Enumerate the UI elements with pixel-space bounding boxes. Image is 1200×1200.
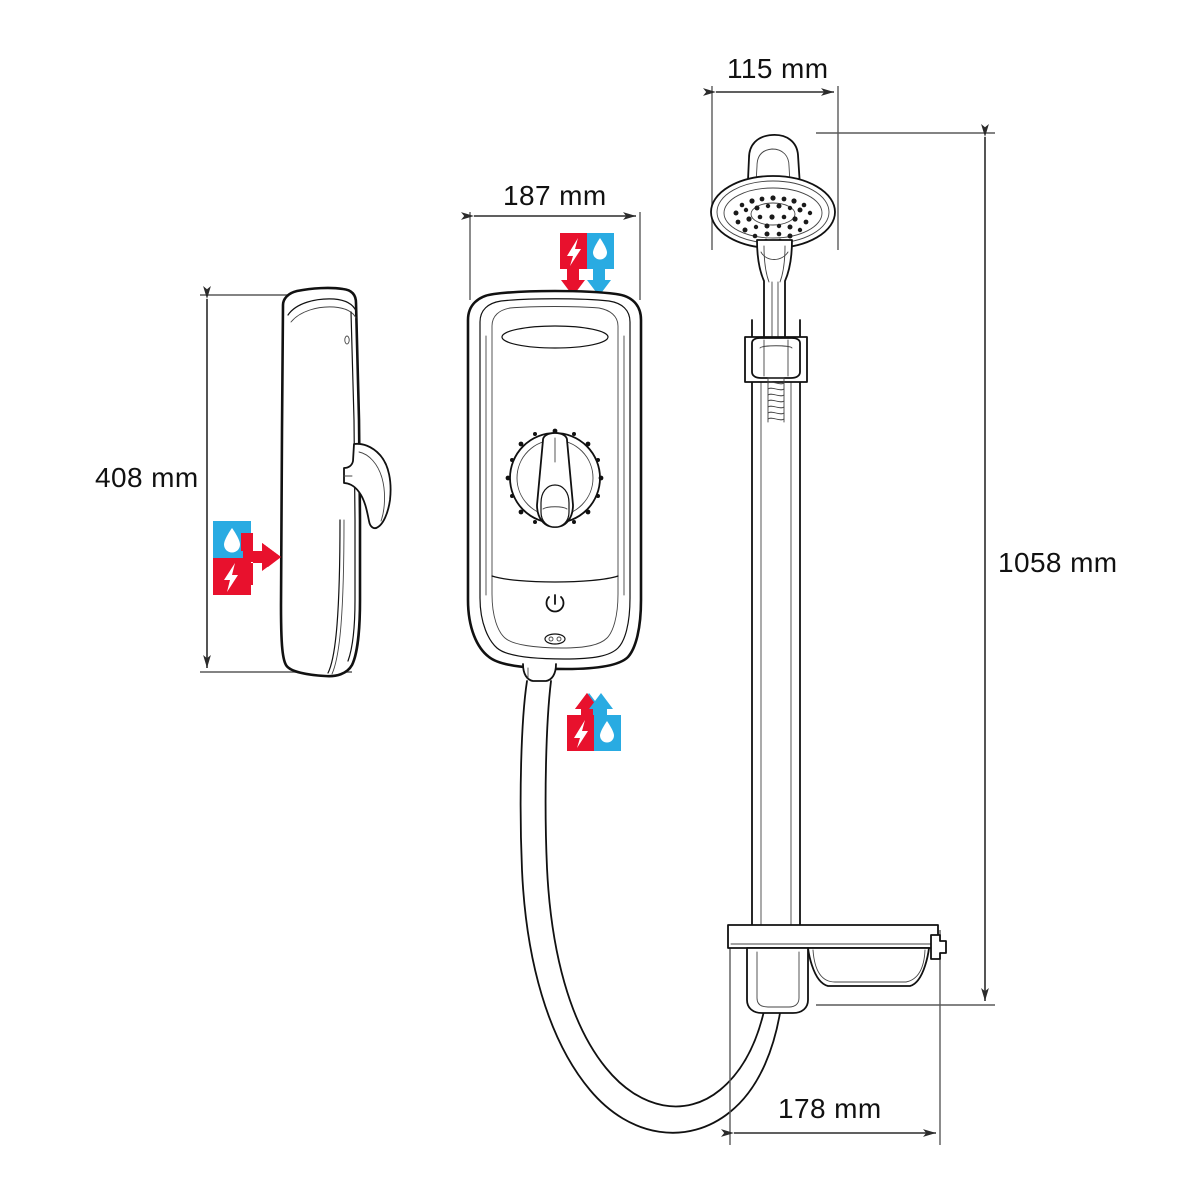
handset-handle-cap: [760, 251, 789, 260]
knob-grip-line: [542, 506, 568, 510]
arrow-shape-top-half: [243, 534, 280, 563]
front-view-body: [466, 289, 643, 682]
water-electric-up-arrow-icon: [567, 693, 621, 751]
front-hose-outlet: [522, 663, 557, 682]
dimension-label-187mm: 187 mm: [503, 180, 607, 211]
water-droplet-glyph: [224, 528, 240, 553]
front-view: 187 mm: [461, 180, 783, 1134]
shower-handset: [710, 134, 836, 353]
side-body-outline: [279, 286, 362, 678]
side-lower-seam-2: [331, 519, 345, 675]
water-droplet-glyph: [600, 721, 614, 743]
side-top-cap: [287, 298, 357, 316]
indicator-oval: [544, 633, 566, 645]
indicator-dot-right: [556, 636, 562, 642]
front-top-oval-window: [501, 325, 609, 349]
handset-bracket[interactable]: [744, 336, 808, 423]
water-droplet-glyph: [593, 238, 607, 260]
hose-inner-line: [544, 680, 769, 1108]
side-view: 408 mm: [95, 286, 392, 678]
dimension-1058mm: 1058 mm: [816, 124, 1118, 1006]
dimension-178mm: 178 mm: [721, 930, 941, 1145]
lightning-bolt-glyph: [567, 238, 581, 266]
dimension-label-178mm: 178 mm: [778, 1093, 882, 1124]
lightning-bolt-glyph: [224, 563, 238, 592]
soap-dish-bowl: [807, 947, 930, 987]
spray-head-face: [710, 175, 836, 249]
lightning-bolt-glyph: [574, 720, 588, 748]
dimension-408mm: 408 mm: [95, 286, 352, 673]
soap-dish-assembly: [727, 924, 947, 1014]
handset-handle-seam-r: [779, 245, 786, 283]
side-control-lever: [343, 442, 392, 530]
water-electric-down-arrow-icon: [560, 233, 614, 296]
bracket-thread: [767, 377, 785, 423]
status-indicator: [544, 633, 566, 645]
front-inner-bevel: [479, 298, 631, 660]
side-lower-seam: [327, 519, 341, 674]
side-top-cap-inner: [290, 306, 357, 323]
side-front-seam: [347, 311, 356, 662]
power-arc: [545, 596, 565, 613]
soap-dish-end-clip: [930, 934, 947, 960]
handset-handle-seam-l: [763, 245, 770, 283]
bracket-clamp[interactable]: [751, 337, 801, 379]
dimension-label-1058mm: 1058 mm: [998, 547, 1118, 578]
bracket-top-line: [759, 345, 793, 349]
spray-head-plate: [723, 187, 823, 239]
dimension-label-115mm: 115 mm: [727, 53, 828, 84]
handset-back-plate-inner: [754, 148, 792, 201]
riser-rail-view: 115 mm 1058 mm 178 mm: [703, 53, 1118, 1145]
water-electric-right-arrow-icon: [213, 521, 281, 595]
dimension-label-408mm: 408 mm: [95, 462, 199, 493]
indicator-dot-left: [548, 636, 554, 642]
flexible-hose: [519, 680, 783, 1134]
soap-dish-shelf: [727, 924, 939, 949]
spray-head-center: [750, 202, 796, 226]
bottom-rail-clamp: [746, 947, 809, 1014]
side-lever-highlight: [358, 451, 385, 522]
down-arrow-red: [561, 269, 585, 296]
hose-outer-line: [519, 680, 783, 1134]
down-arrow-blue: [587, 269, 611, 296]
power-symbol-icon[interactable]: [545, 594, 565, 613]
knob-grip-oval: [540, 484, 570, 528]
riser-rail: [751, 319, 801, 931]
dimension-187mm: 187 mm: [461, 180, 641, 300]
front-control-knob[interactable]: [505, 428, 604, 528]
front-inner-bevel-2: [491, 306, 619, 649]
side-vent-mark: [344, 335, 350, 345]
soap-dish-bowl-inner: [812, 949, 926, 983]
front-lower-divider: [491, 575, 619, 583]
spray-nozzle-dots: [733, 195, 813, 244]
bottom-rail-clamp-inner: [756, 951, 800, 1008]
dimension-115mm: 115 mm: [703, 53, 839, 250]
side-view-body: [279, 286, 392, 678]
